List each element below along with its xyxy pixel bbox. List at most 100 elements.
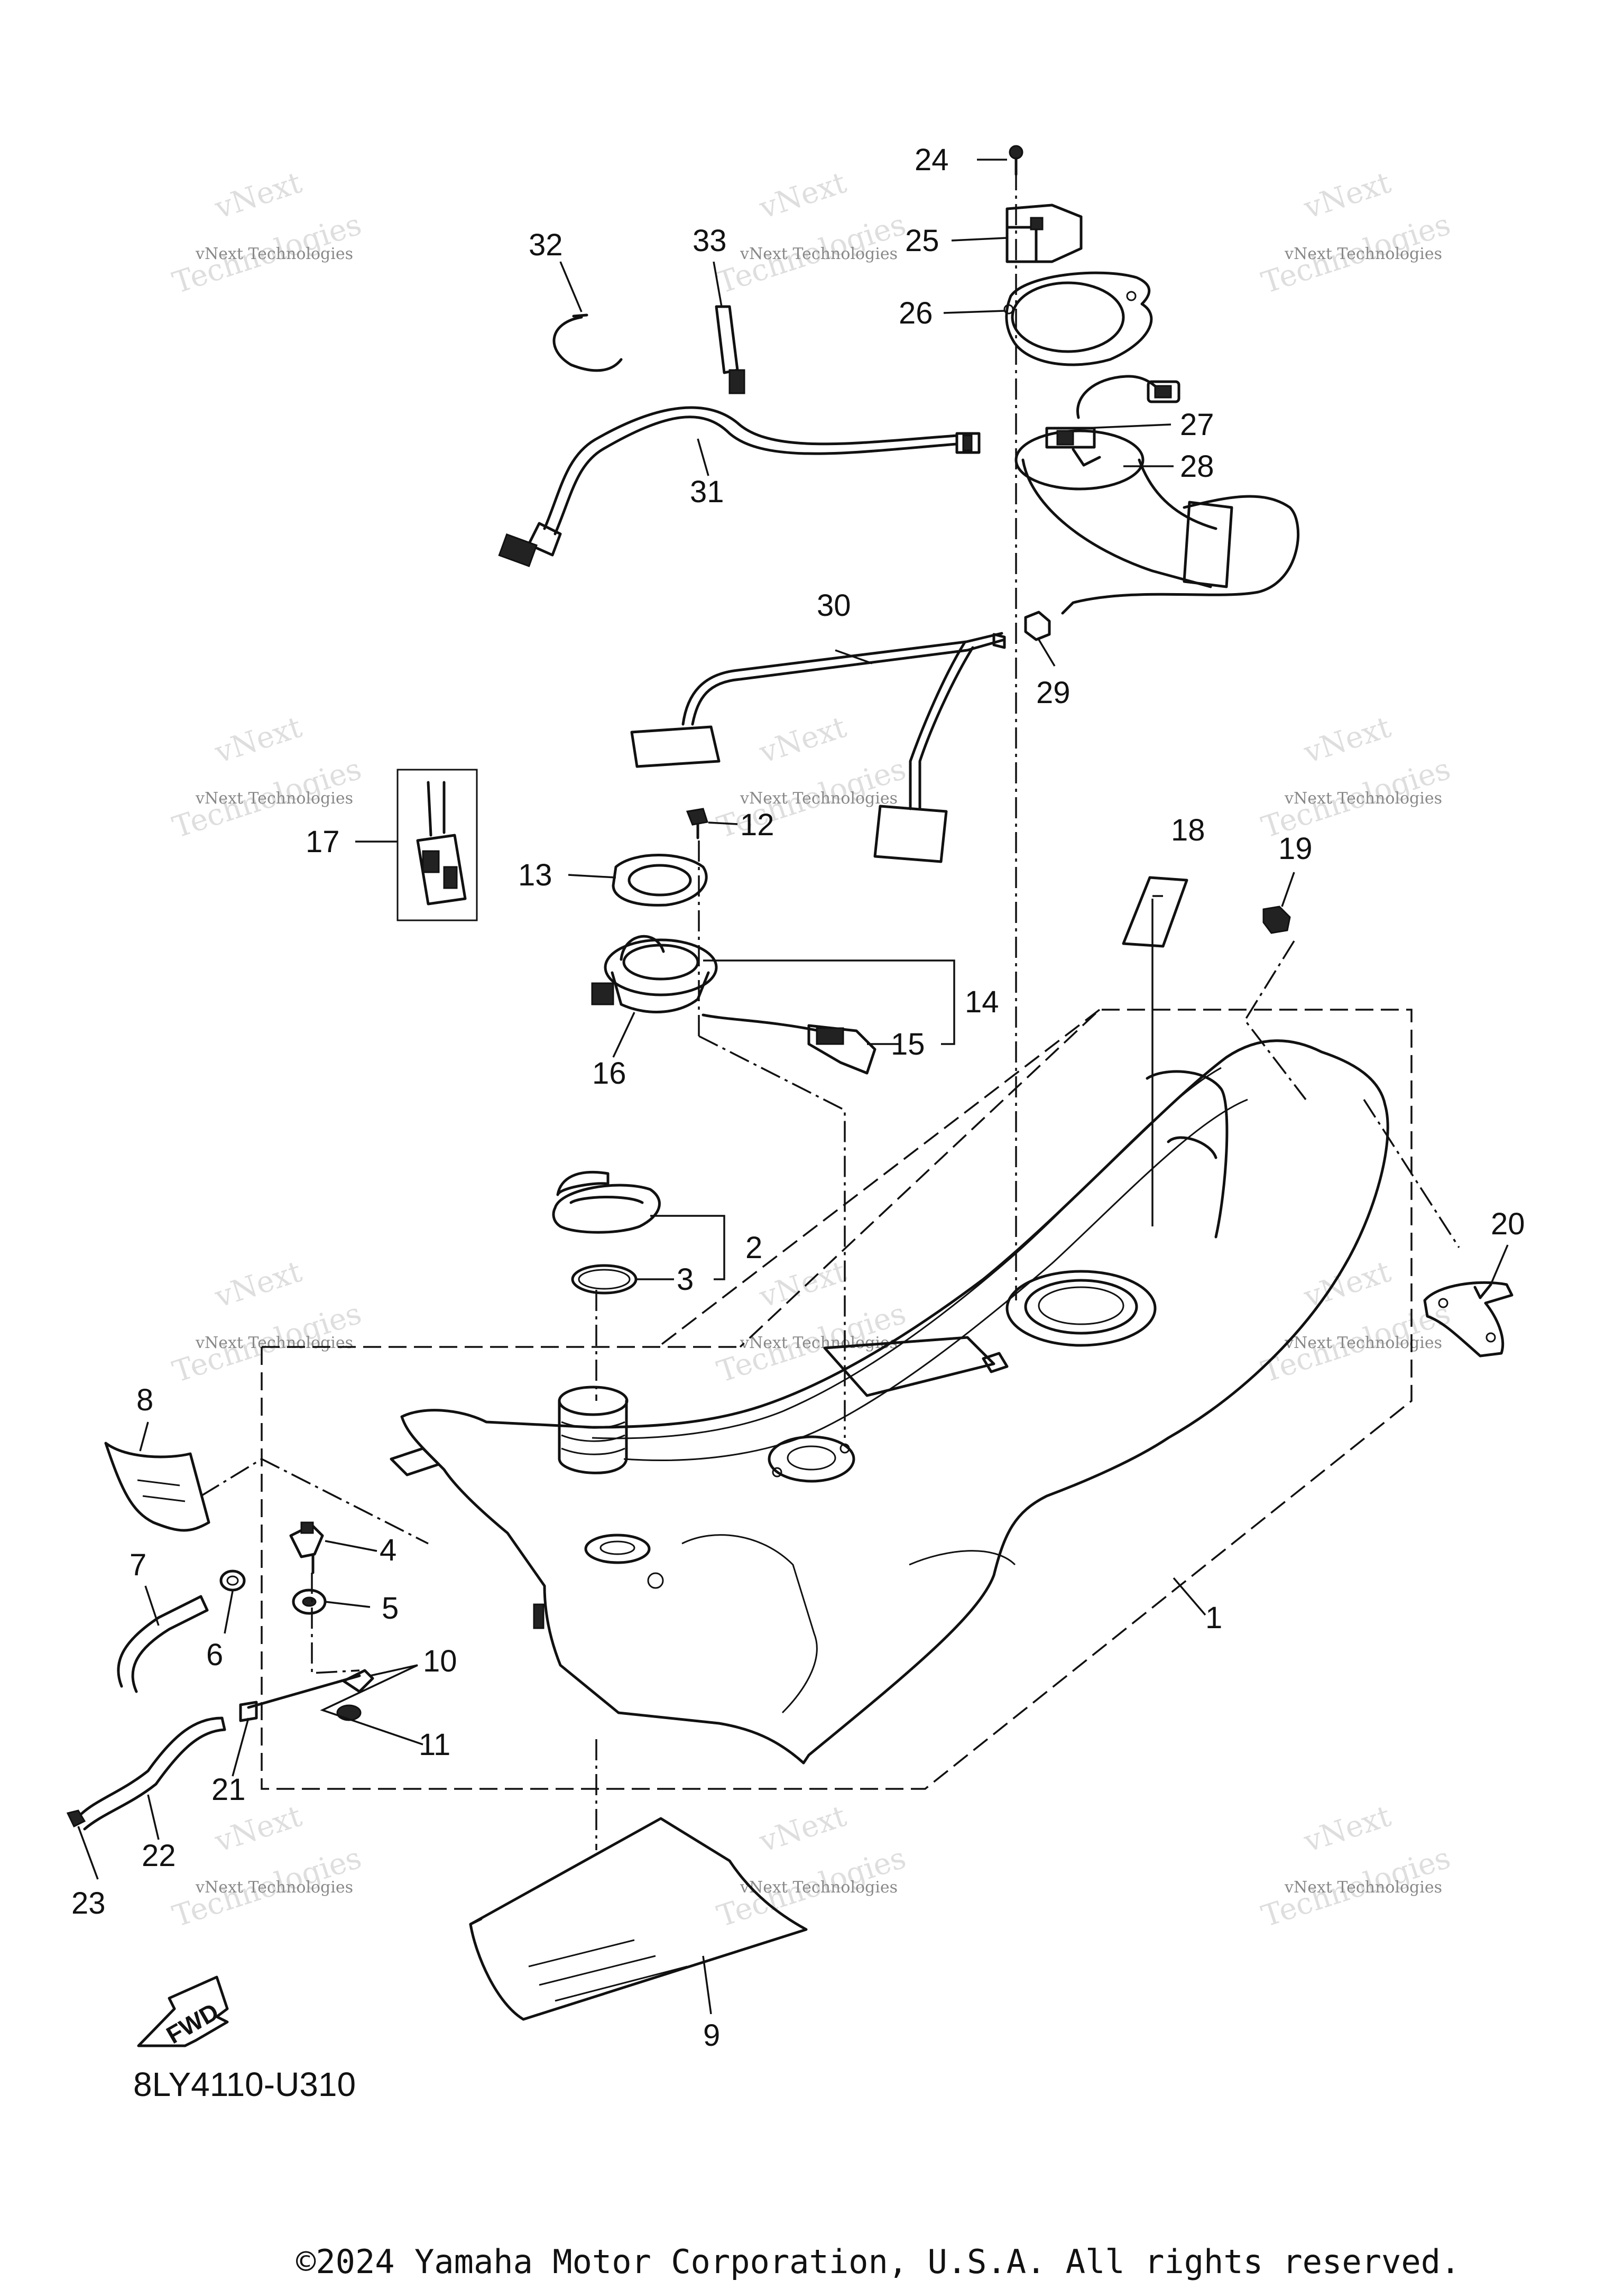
svg-text:vNext Technologies: vNext Technologies [740,789,898,808]
callout-25: 25 [905,224,939,258]
watermark: vNext Technologies vNext Technologies [169,1799,366,1934]
callout-12: 12 [740,808,774,842]
callout-9: 9 [703,2018,720,2053]
part-6-clip[interactable] [219,1569,246,1592]
part-19-nut[interactable] [1262,906,1291,934]
part-23-plug[interactable] [66,1809,86,1828]
callout-6: 6 [206,1638,223,1672]
svg-text:vNext: vNext [1299,165,1395,226]
svg-text:vNext Technologies: vNext Technologies [195,245,353,263]
watermark: vNext Technologies vNext Technologies [169,1254,366,1390]
leader-lines [77,159,1509,2015]
callout-16: 16 [592,1056,626,1091]
part-32-clamp[interactable] [552,313,623,372]
svg-text:vNext: vNext [210,1254,306,1315]
part-21-clip[interactable] [239,1701,258,1722]
svg-text:vNext: vNext [1299,1799,1395,1859]
watermark: vNext Technologies vNext Technologies [713,1799,910,1934]
part-8-pad[interactable] [104,1442,210,1532]
callout-20: 20 [1491,1207,1525,1241]
svg-text:vNext Technologies: vNext Technologies [740,245,898,263]
callout-2: 2 [745,1231,762,1265]
callout-17: 17 [306,825,340,859]
part-11-cap[interactable] [336,1704,362,1721]
callout-28: 28 [1180,449,1214,484]
part-22-drain-hose[interactable] [78,1716,226,1831]
callout-30: 30 [817,588,851,623]
callout-31: 31 [690,475,724,509]
part-17-detail-inset[interactable] [396,769,478,921]
part-13-gasket[interactable] [612,854,708,907]
callout-14: 14 [965,985,999,1019]
part-1-fuel-tank[interactable] [390,1039,1389,1765]
watermark: vNext Technologies vNext Technologies [1258,710,1455,845]
svg-text:vNext Technologies: vNext Technologies [195,1334,353,1352]
callout-11: 11 [419,1728,450,1762]
callout-4: 4 [380,1533,396,1567]
watermark: vNext Technologies vNext Technologies [1258,1254,1455,1390]
callout-24: 24 [915,143,949,177]
svg-text:vNext Technologies: vNext Technologies [1284,1334,1442,1352]
part-12-screw[interactable] [686,808,708,839]
watermark: vNext Technologies vNext Technologies [713,1254,910,1390]
callout-13: 13 [518,858,552,892]
part-30-breather-hose[interactable] [630,632,1006,863]
callout-19: 19 [1278,832,1313,866]
svg-text:vNext Technologies: vNext Technologies [740,1334,898,1352]
part-18-label[interactable] [1122,876,1188,948]
svg-text:vNext: vNext [755,1799,851,1859]
svg-text:vNext Technologies: vNext Technologies [1284,789,1442,808]
part-7-hose[interactable] [117,1595,209,1693]
callout-15: 15 [891,1027,925,1061]
part-27-28-fuel-pump[interactable] [1014,375,1299,615]
callout-5: 5 [382,1591,399,1626]
callout-23: 23 [71,1886,106,1920]
part-24-screw[interactable] [1009,145,1023,176]
part-3-cap-gasket[interactable] [571,1264,638,1295]
callout-18: 18 [1171,813,1205,847]
callout-3: 3 [677,1262,694,1297]
callout-labels: 1 2 3 4 5 6 7 8 9 10 11 12 13 14 15 16 1… [71,143,1525,2053]
fwd-direction-arrow: FWD [137,1975,229,2049]
part-29-nut[interactable] [1024,611,1051,641]
callout-26: 26 [899,296,933,330]
svg-text:vNext Technologies: vNext Technologies [195,1878,353,1897]
part-14-16-sender-unit[interactable] [591,935,876,1075]
part-33-tie-band[interactable] [715,305,745,394]
callout-8: 8 [136,1383,153,1417]
callout-27: 27 [1180,408,1214,442]
part-26-gasket-plate[interactable] [1003,271,1153,366]
callout-10: 10 [423,1644,457,1678]
callout-7: 7 [130,1548,146,1582]
watermarks: vNext Technologies vNext Technologies vN… [169,165,1455,1934]
watermark: vNext Technologies vNext Technologies [713,165,910,301]
part-4-fitting[interactable] [289,1521,324,1574]
svg-text:vNext: vNext [210,165,306,226]
svg-text:vNext: vNext [755,710,851,770]
svg-text:vNext: vNext [210,710,306,770]
part-25-connector-bracket[interactable] [1005,204,1083,263]
svg-text:vNext Technologies: vNext Technologies [740,1878,898,1897]
callout-29: 29 [1036,676,1071,710]
part-2-fuel-cap[interactable] [552,1170,661,1234]
svg-text:vNext Technologies: vNext Technologies [195,789,353,808]
svg-text:vNext Technologies: vNext Technologies [1284,1878,1442,1897]
svg-text:vNext: vNext [1299,710,1395,770]
svg-text:vNext: vNext [210,1799,306,1859]
copyright-notice: ©2024 Yamaha Motor Corporation, U.S.A. A… [296,2242,1460,2281]
diagram-code: 8LY4110-U310 [133,2065,356,2103]
watermark: vNext Technologies vNext Technologies [169,165,366,301]
callout-1: 1 [1205,1601,1222,1635]
callout-32: 32 [529,228,563,262]
part-20-bracket[interactable] [1423,1281,1514,1358]
callout-33: 33 [693,224,727,258]
svg-text:vNext: vNext [755,165,851,226]
part-9-protector-pad[interactable] [469,1817,808,2021]
callout-21: 21 [211,1772,246,1807]
part-10-fitting[interactable] [247,1669,374,1709]
assembly-guide-lines [261,169,1460,1850]
callout-22: 22 [142,1839,176,1873]
part-5-grommet[interactable] [292,1589,327,1615]
part-31-fuel-hose[interactable] [498,406,981,567]
